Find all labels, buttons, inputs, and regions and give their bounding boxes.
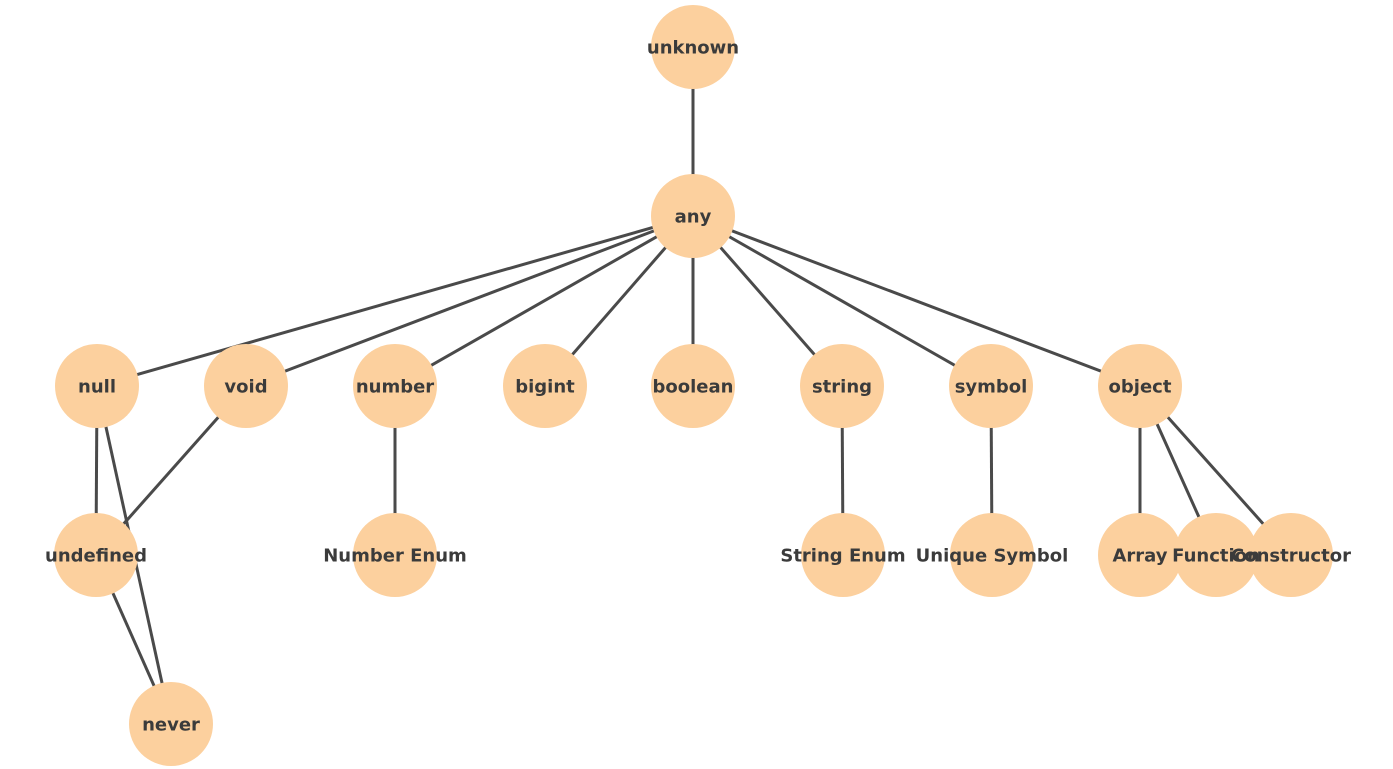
node-label-bigint: bigint <box>515 376 575 397</box>
node-label-any: any <box>675 206 712 227</box>
node-label-function: Function <box>1172 545 1260 566</box>
node-label-boolean: boolean <box>653 376 734 397</box>
node-label-number: number <box>356 376 434 397</box>
node-symbol[interactable] <box>949 344 1033 428</box>
node-label-array: Array <box>1112 545 1167 566</box>
node-number[interactable] <box>353 344 437 428</box>
node-object[interactable] <box>1098 344 1182 428</box>
edge-any-object <box>692 214 1141 388</box>
node-array[interactable] <box>1098 513 1182 597</box>
node-string-enum[interactable] <box>801 513 885 597</box>
node-label-object: object <box>1109 376 1172 397</box>
node-unknown[interactable] <box>651 5 735 89</box>
node-any[interactable] <box>651 174 735 258</box>
node-label-unique-symbol: Unique Symbol <box>916 545 1069 566</box>
node-label-null: null <box>78 376 116 397</box>
node-bigint[interactable] <box>503 344 587 428</box>
node-label-void: void <box>224 376 267 397</box>
node-label-string: string <box>812 376 872 397</box>
node-boolean[interactable] <box>651 344 735 428</box>
node-label-unknown: unknown <box>647 37 739 58</box>
node-label-number-enum: Number Enum <box>323 545 467 566</box>
node-void[interactable] <box>204 344 288 428</box>
node-null[interactable] <box>55 344 139 428</box>
edge-any-null <box>96 214 694 388</box>
node-number-enum[interactable] <box>353 513 437 597</box>
node-unique-symbol[interactable] <box>950 513 1034 597</box>
label-layer: unknown any null void number bigint boolean str… <box>45 37 1351 735</box>
node-never[interactable] <box>129 682 213 766</box>
node-layer <box>54 5 1333 766</box>
node-constructor[interactable] <box>1249 513 1333 597</box>
edge-any-symbol <box>692 214 992 388</box>
node-label-constructor: Constructor <box>1231 545 1351 566</box>
edge-any-void <box>245 214 694 388</box>
node-string[interactable] <box>800 344 884 428</box>
node-label-symbol: symbol <box>955 376 1028 397</box>
node-label-string-enum: String Enum <box>780 545 905 566</box>
node-function[interactable] <box>1174 513 1258 597</box>
node-label-never: never <box>142 714 200 735</box>
edge-any-number <box>394 214 694 388</box>
node-undefined[interactable] <box>54 513 138 597</box>
node-label-undefined: undefined <box>45 545 147 566</box>
